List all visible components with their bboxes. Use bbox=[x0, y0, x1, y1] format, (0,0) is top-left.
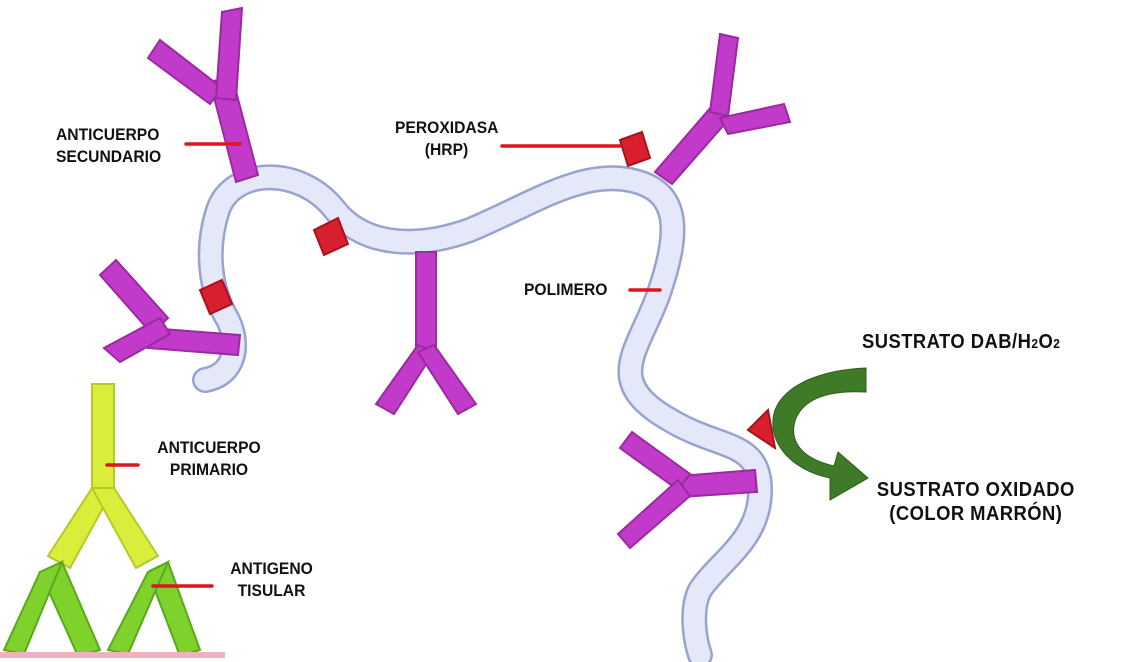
secondary-antibody-top-right bbox=[655, 34, 790, 184]
label-substrate: SUSTRATO DAB/H2O2 bbox=[862, 330, 1060, 356]
label-peroxidase: PEROXIDASA (HRP) bbox=[395, 117, 498, 161]
label-oxidized-substrate-line1: SUSTRATO OXIDADO bbox=[870, 478, 1082, 502]
hrp-enzyme-4 bbox=[748, 410, 775, 448]
label-substrate-text: SUSTRATO DAB/H bbox=[862, 331, 1031, 353]
label-peroxidase-line1: PEROXIDASA bbox=[395, 117, 498, 139]
label-substrate-h-subscript: 2 bbox=[1031, 336, 1038, 351]
label-tissue-antigen-line1: ANTIGENO bbox=[220, 558, 323, 580]
label-substrate-o-subscript: 2 bbox=[1053, 336, 1060, 351]
label-tissue-antigen: ANTIGENO TISULAR bbox=[220, 558, 323, 602]
hrp-enzyme-3 bbox=[620, 132, 650, 166]
label-substrate-o: O bbox=[1038, 331, 1053, 353]
reaction-arrow bbox=[773, 368, 868, 500]
label-tissue-antigen-line2: TISULAR bbox=[220, 580, 323, 602]
leader-lines bbox=[107, 144, 660, 586]
label-peroxidase-line2: (HRP) bbox=[395, 139, 498, 161]
label-oxidized-substrate-line2: (COLOR MARRÓN) bbox=[870, 502, 1082, 526]
secondary-antibody-center bbox=[376, 252, 476, 414]
label-oxidized-substrate: SUSTRATO OXIDADO (COLOR MARRÓN) bbox=[870, 478, 1082, 526]
tissue-antigen bbox=[0, 562, 225, 658]
label-secondary-antibody: ANTICUERPO SECUNDARIO bbox=[56, 124, 161, 168]
label-primary-antibody: ANTICUERPO PRIMARIO bbox=[140, 437, 278, 481]
secondary-antibody-top-left bbox=[148, 8, 258, 182]
label-secondary-antibody-line1: ANTICUERPO bbox=[56, 124, 161, 146]
label-polymer: POLIMERO bbox=[524, 279, 607, 301]
label-primary-antibody-line1: ANTICUERPO bbox=[140, 437, 278, 459]
label-primary-antibody-line2: PRIMARIO bbox=[140, 459, 278, 481]
label-secondary-antibody-line2: SECUNDARIO bbox=[56, 146, 161, 168]
